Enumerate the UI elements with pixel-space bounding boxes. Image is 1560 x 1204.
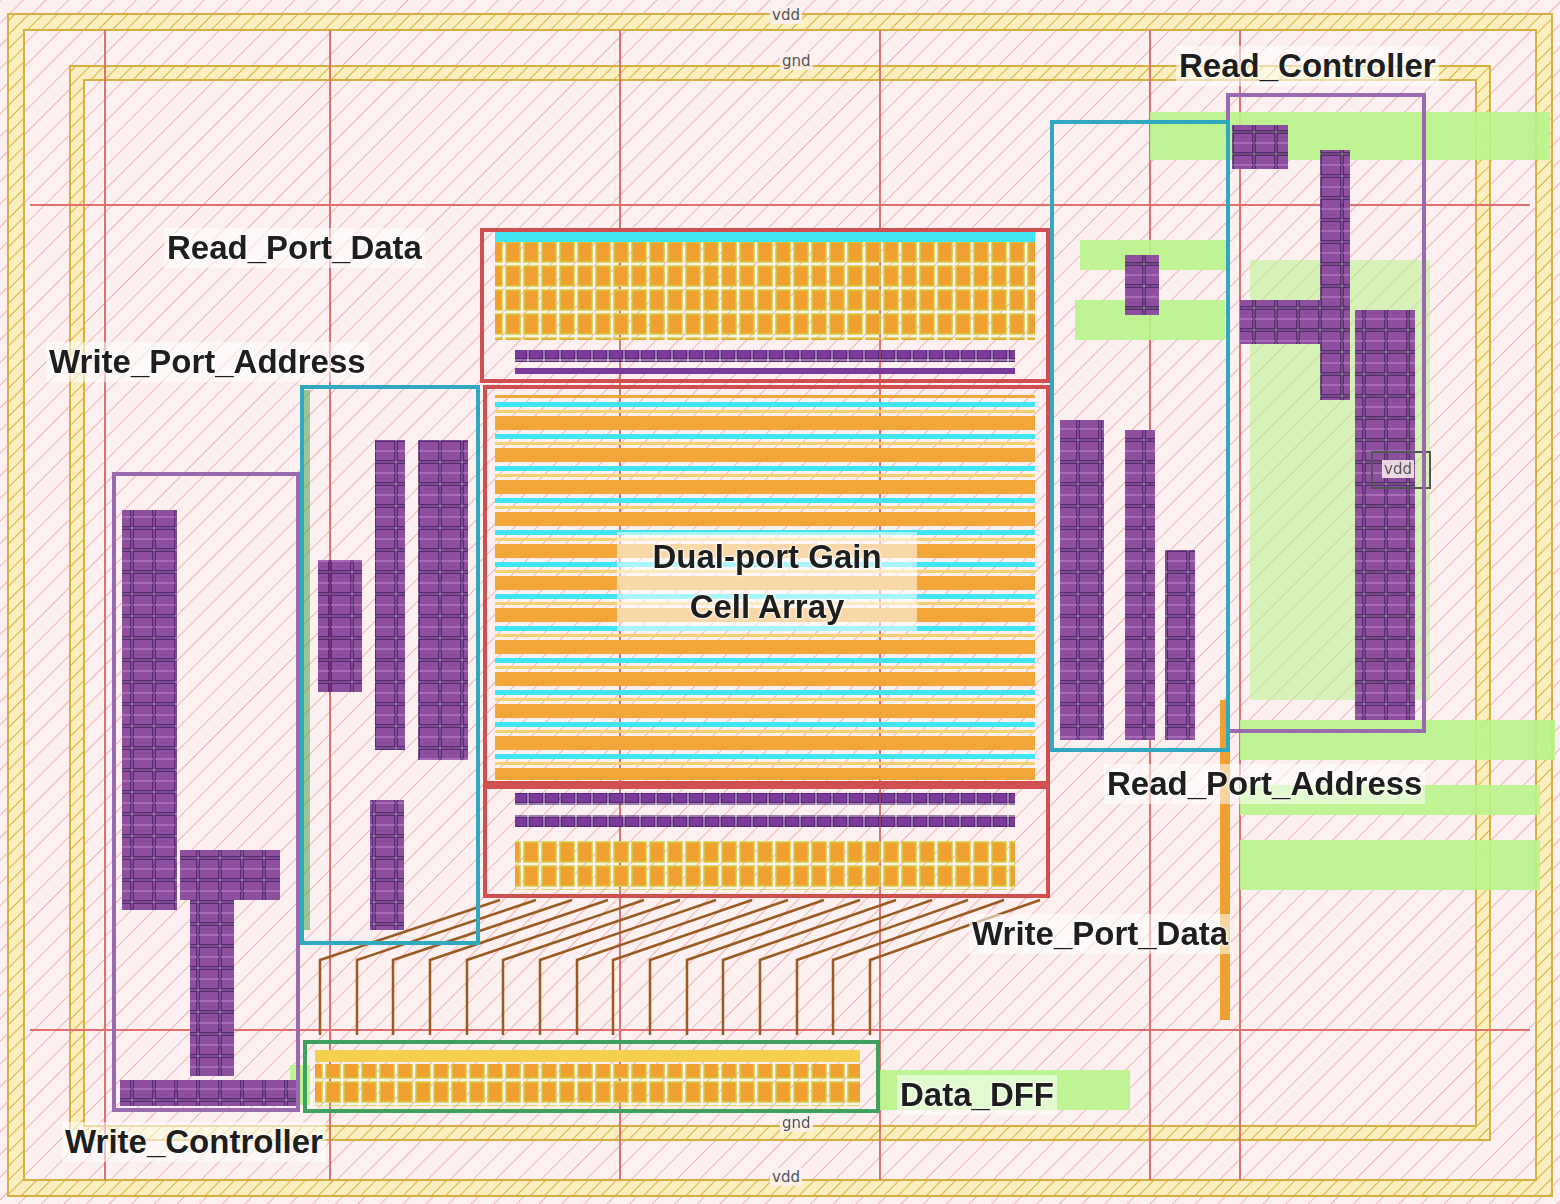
block-label: Write_Port_Address	[46, 342, 369, 382]
block-label: Read_Port_Data	[164, 228, 425, 268]
block-label: Read_Controller	[1176, 46, 1439, 86]
net-label: gnd	[780, 52, 813, 70]
layout-block: Dual-port Gain Cell Array	[483, 385, 1050, 785]
net-label: vdd	[1382, 460, 1414, 478]
block-label: Write_Port_Data	[969, 914, 1231, 954]
net-label: vdd	[770, 6, 802, 24]
block-label: Data_DFF	[897, 1075, 1057, 1115]
net-label: vdd	[770, 1168, 802, 1186]
block-label: Dual-port Gain Cell Array	[617, 532, 917, 631]
layout-block: Data_DFF	[303, 1040, 880, 1113]
layout-block: Read_Controller	[1226, 93, 1426, 733]
block-label: Read_Port_Address	[1104, 764, 1425, 804]
layout-block: Read_Port_Address	[1050, 120, 1230, 752]
net-label: gnd	[780, 1114, 813, 1132]
block-label: Write_Controller	[62, 1122, 326, 1162]
layout-block: Write_Controller	[112, 472, 300, 1112]
layout-block: Read_Port_Data	[480, 228, 1050, 383]
layout-block: Write_Port_Data	[483, 785, 1050, 898]
layout-block: Write_Port_Address	[300, 385, 480, 945]
